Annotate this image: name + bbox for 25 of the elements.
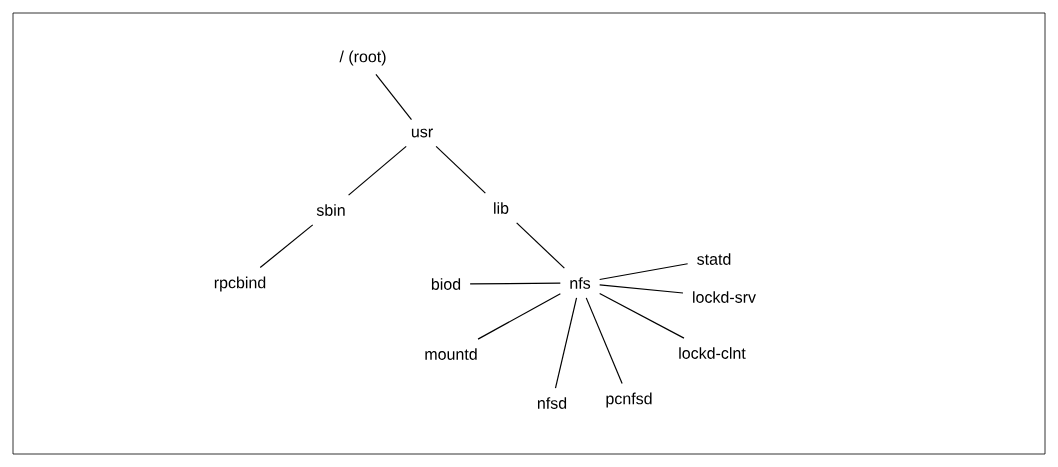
directory-label: nfsd <box>537 397 567 409</box>
directory-label: lockd-clnt <box>679 347 746 359</box>
directory-label: mountd <box>425 348 477 360</box>
directory-label: lib <box>494 202 509 214</box>
directory-label: nfs <box>570 277 591 289</box>
directory-label: sbin <box>316 204 345 216</box>
tree-line <box>259 224 314 269</box>
tree-line <box>375 73 413 121</box>
tree-line <box>516 222 565 269</box>
directory-label: biod <box>431 278 461 290</box>
directory-label: pcnfsd <box>606 392 652 408</box>
tree-line <box>599 292 685 339</box>
tree-line <box>599 284 684 294</box>
tree-line <box>599 263 689 281</box>
directory-label: rpcbind <box>214 276 266 292</box>
tree-line <box>469 282 561 285</box>
tree-line <box>347 145 407 196</box>
tree-line <box>477 293 561 340</box>
tree-line <box>585 297 623 385</box>
directory-label: statd <box>697 253 731 265</box>
directory-label: usr <box>411 128 433 138</box>
tree-line <box>435 145 486 194</box>
directory-label: lockd-srv <box>693 291 756 303</box>
directory-label: / (root) <box>339 50 386 66</box>
tree-line <box>554 297 578 389</box>
